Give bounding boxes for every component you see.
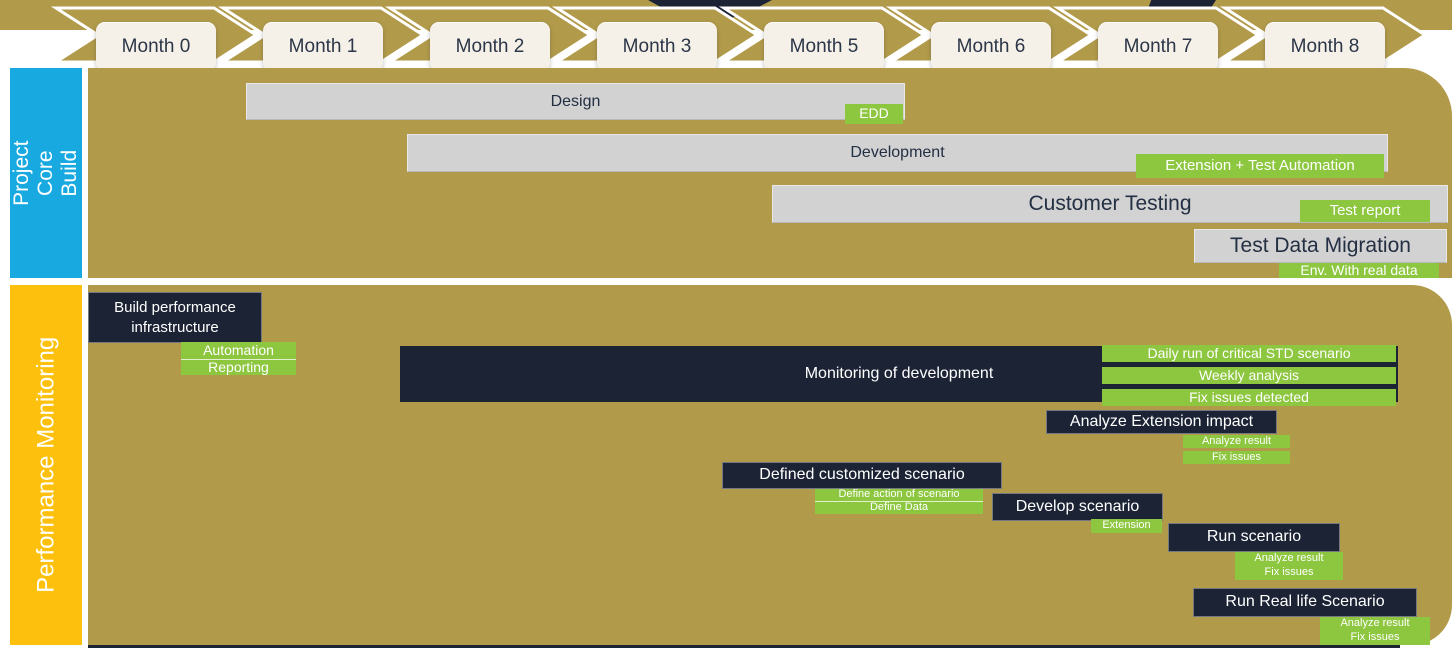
- task-run-real-life-scenario: Run Real life Scenario: [1193, 588, 1417, 617]
- tag-reporting: Reporting: [181, 359, 296, 375]
- tag-define-action-of-scenario: Define action of scenario: [815, 488, 983, 501]
- month-label-1: Month 1: [263, 22, 383, 72]
- bottom-accent-line: [88, 645, 1400, 648]
- tag-analyze-result: Analyze result: [1254, 552, 1324, 565]
- tag-extension-test-automation: Extension + Test Automation: [1136, 154, 1384, 178]
- tag-automation: Automation: [181, 342, 296, 359]
- tag-define-data: Define Data: [815, 501, 983, 514]
- tag-weekly-analysis: Weekly analysis: [1102, 367, 1396, 384]
- tag-analyze-result: Analyze result: [1340, 617, 1410, 630]
- task-develop-scenario: Develop scenario: [992, 493, 1163, 521]
- tag-fix-issues: Fix issues: [1264, 566, 1314, 578]
- month-label-3: Month 3: [597, 22, 717, 72]
- tag-edd: EDD: [845, 104, 903, 124]
- section-title: Project Core Build: [10, 140, 82, 206]
- tag-fix-issues-detected: Fix issues detected: [1102, 389, 1396, 406]
- gantt-bar-test-data-migration: Test Data Migration: [1194, 229, 1447, 263]
- tag-daily-run-critical-std-scenario: Daily run of critical STD scenario: [1102, 345, 1396, 362]
- tag-env-with-real-data: Env. With real data: [1279, 262, 1439, 278]
- month-label-7: Month 7: [1098, 22, 1218, 72]
- tag-fix-issues: Fix issues: [1350, 631, 1400, 643]
- task-run-scenario: Run scenario: [1168, 523, 1340, 552]
- month-label-0: Month 0: [96, 22, 216, 72]
- tag-fix-issues: Fix issues: [1183, 451, 1290, 464]
- month-label-5: Month 5: [764, 22, 884, 72]
- tag-run-scenario-results: Analyze result Fix issues: [1235, 552, 1343, 580]
- month-label-6: Month 6: [931, 22, 1051, 72]
- tag-test-report: Test report: [1300, 200, 1430, 222]
- gantt-bar-design: Design: [246, 83, 905, 120]
- tag-analyze-result: Analyze result: [1183, 435, 1290, 448]
- month-label-2: Month 2: [430, 22, 550, 72]
- section-label-performance-monitoring: Performance Monitoring: [10, 285, 82, 645]
- task-analyze-extension-impact: Analyze Extension impact: [1046, 410, 1277, 434]
- section-label-project-core-build: Project Core Build: [10, 68, 82, 278]
- tag-extension: Extension: [1091, 519, 1162, 533]
- tag-run-real-life-results: Analyze result Fix issues: [1320, 617, 1430, 645]
- task-defined-customized-scenario: Defined customized scenario: [722, 462, 1002, 489]
- section-title: Performance Monitoring: [32, 336, 60, 594]
- month-label-8: Month 8: [1265, 22, 1385, 72]
- task-build-performance-infrastructure: Build performance infrastructure: [88, 292, 262, 343]
